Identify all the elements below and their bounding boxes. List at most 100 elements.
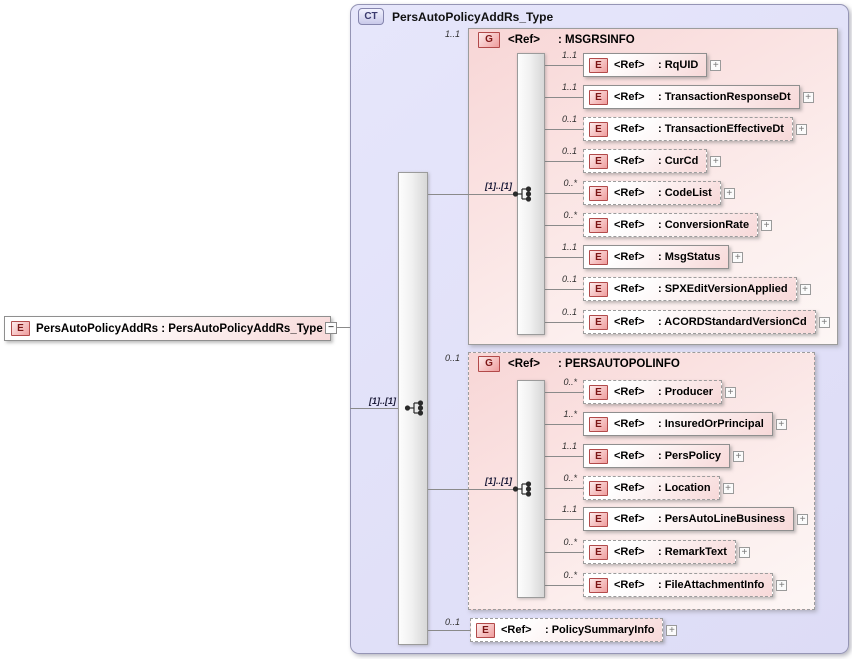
element-name: <Ref> bbox=[614, 386, 645, 398]
element-box-MsgStatus[interactable]: E <Ref> : MsgStatus bbox=[583, 245, 730, 269]
group-header: G<Ref>: MSGRSINFO bbox=[478, 32, 635, 48]
connector-line bbox=[428, 194, 516, 195]
element-row: E<Ref>: RqUID+ bbox=[583, 53, 722, 77]
expand-handle[interactable]: + bbox=[710, 59, 722, 71]
element-type: : Producer bbox=[658, 386, 714, 398]
element-type: : CurCd bbox=[658, 155, 699, 167]
element-box-TransactionEffectiveDt[interactable]: E<Ref>: TransactionEffectiveDt bbox=[583, 117, 793, 141]
collapse-handle[interactable]: − bbox=[325, 322, 337, 334]
element-box-RemarkText[interactable]: E <Ref> : RemarkText bbox=[583, 540, 736, 564]
sequence-icon[interactable] bbox=[404, 399, 426, 417]
element-box-InsuredOrPrincipal[interactable]: E<Ref>: InsuredOrPrincipal bbox=[583, 412, 773, 436]
element-icon: E bbox=[589, 384, 608, 400]
element-icon: E bbox=[589, 544, 608, 560]
element-box-FileAttachmentInfo[interactable]: E <Ref> : FileAttachmentInfo bbox=[583, 573, 774, 597]
expand-handle[interactable]: + bbox=[797, 513, 809, 525]
element-name: <Ref> bbox=[614, 418, 645, 430]
occurrence-label: [1]..[1] bbox=[369, 396, 396, 406]
element-box-Producer[interactable]: E <Ref> : Producer bbox=[583, 380, 723, 404]
element-name: <Ref> bbox=[614, 546, 645, 558]
cardinality-label: 1..1 bbox=[561, 441, 577, 451]
expand-handle[interactable]: + bbox=[818, 316, 830, 328]
element-type: : TransactionResponseDt bbox=[658, 91, 791, 103]
expand-handle[interactable]: + bbox=[799, 283, 811, 295]
element-box-TransactionResponseDt[interactable]: E<Ref>: TransactionResponseDt bbox=[583, 85, 800, 109]
expand-handle[interactable]: + bbox=[710, 155, 722, 167]
element-type: : RemarkText bbox=[658, 546, 727, 558]
group-icon: G bbox=[478, 356, 500, 372]
element-row: E<Ref>: InsuredOrPrincipal+ bbox=[583, 412, 787, 436]
expand-handle[interactable]: + bbox=[802, 91, 814, 103]
element-name: <Ref> bbox=[614, 513, 645, 525]
group-name: <Ref> bbox=[508, 358, 540, 370]
expand-handle[interactable]: + bbox=[732, 251, 744, 263]
cardinality-label: 0..* bbox=[563, 210, 577, 220]
expand-handle[interactable]: + bbox=[666, 624, 678, 636]
expand-handle[interactable]: + bbox=[723, 187, 735, 199]
expand-handle[interactable]: + bbox=[732, 450, 744, 462]
complex-type-icon: CT bbox=[358, 8, 384, 25]
occurrence-label: [1]..[1] bbox=[485, 181, 512, 191]
element-row: E<Ref>: Location+ bbox=[583, 476, 734, 500]
sequence-icon[interactable] bbox=[512, 185, 534, 203]
element-type: : MsgStatus bbox=[658, 251, 721, 263]
sequence-icon[interactable] bbox=[512, 480, 534, 498]
element-row: E<Ref>: ACORDStandardVersionCd+ bbox=[583, 310, 830, 334]
group-header: G<Ref>: PERSAUTOPOLINFO bbox=[478, 356, 680, 372]
cardinality-label: 1..1 bbox=[561, 50, 577, 60]
element-icon: E bbox=[589, 185, 608, 201]
root-element-box[interactable]: E PersAutoPolicyAddRs : PersAutoPolicyAd… bbox=[4, 316, 331, 341]
expand-handle[interactable]: + bbox=[722, 482, 734, 494]
element-box-Location[interactable]: E<Ref>: Location bbox=[583, 476, 720, 500]
expand-handle[interactable]: + bbox=[761, 219, 773, 231]
cardinality-label: 0..1 bbox=[561, 307, 577, 317]
element-icon: E bbox=[589, 249, 608, 265]
element-icon: E bbox=[589, 577, 608, 593]
element-name: <Ref> bbox=[614, 155, 645, 167]
element-row: E<Ref>: CurCd+ bbox=[583, 149, 722, 173]
element-icon: E bbox=[11, 321, 30, 336]
element-icon: E bbox=[589, 121, 608, 137]
element-box-CurCd[interactable]: E<Ref>: CurCd bbox=[583, 149, 708, 173]
expand-handle[interactable]: + bbox=[775, 418, 787, 430]
element-box-RqUID[interactable]: E<Ref>: RqUID bbox=[583, 53, 708, 77]
connector-line bbox=[428, 489, 516, 490]
element-name: <Ref> bbox=[614, 579, 645, 591]
element-box-PersAutoLineBusiness[interactable]: E<Ref>: PersAutoLineBusiness bbox=[583, 507, 795, 531]
connector-line bbox=[545, 552, 583, 553]
element-type: : SPXEditVersionApplied bbox=[658, 283, 788, 295]
cardinality-label: 0..* bbox=[563, 570, 577, 580]
element-name: <Ref> bbox=[614, 219, 645, 231]
cardinality-label: 0..1 bbox=[561, 274, 577, 284]
element-box-ACORDStandardVersionCd[interactable]: E<Ref>: ACORDStandardVersionCd bbox=[583, 310, 816, 334]
element-box-ConversionRate[interactable]: E<Ref>: ConversionRate bbox=[583, 213, 759, 237]
element-row: E <Ref> : PolicySummaryInfo + bbox=[470, 618, 678, 642]
element-name: <Ref> bbox=[614, 482, 645, 494]
element-box-CodeList[interactable]: E<Ref>: CodeList bbox=[583, 181, 721, 205]
connector-line bbox=[545, 193, 583, 194]
expand-handle[interactable]: + bbox=[795, 123, 807, 135]
element-type: : FileAttachmentInfo bbox=[658, 579, 765, 591]
element-icon: E bbox=[589, 89, 608, 105]
complex-type-title: PersAutoPolicyAddRs_Type bbox=[392, 9, 554, 24]
expand-handle[interactable]: + bbox=[725, 386, 737, 398]
element-type: : PersPolicy bbox=[658, 450, 721, 462]
connector-line bbox=[350, 408, 398, 409]
expand-handle[interactable]: + bbox=[776, 579, 788, 591]
element-box-PolicySummaryInfo[interactable]: E <Ref> : PolicySummaryInfo bbox=[470, 618, 664, 642]
expand-handle[interactable]: + bbox=[738, 546, 750, 558]
element-icon: E bbox=[589, 480, 608, 496]
cardinality-label: 1..1 bbox=[561, 82, 577, 92]
element-row: E<Ref>: SPXEditVersionApplied+ bbox=[583, 277, 811, 301]
group-type: : MSGRSINFO bbox=[558, 34, 635, 46]
element-row: E<Ref>: TransactionEffectiveDt+ bbox=[583, 117, 807, 141]
element-type: : InsuredOrPrincipal bbox=[658, 418, 764, 430]
element-box-PersPolicy[interactable]: E<Ref>: PersPolicy bbox=[583, 444, 730, 468]
cardinality-label: 0..1 bbox=[444, 617, 460, 627]
connector-line bbox=[545, 456, 583, 457]
element-name: <Ref> bbox=[614, 450, 645, 462]
element-type: : PersAutoLineBusiness bbox=[658, 513, 786, 525]
element-type: : RqUID bbox=[658, 59, 699, 71]
element-box-SPXEditVersionApplied[interactable]: E<Ref>: SPXEditVersionApplied bbox=[583, 277, 797, 301]
element-name: <Ref> bbox=[614, 251, 645, 263]
